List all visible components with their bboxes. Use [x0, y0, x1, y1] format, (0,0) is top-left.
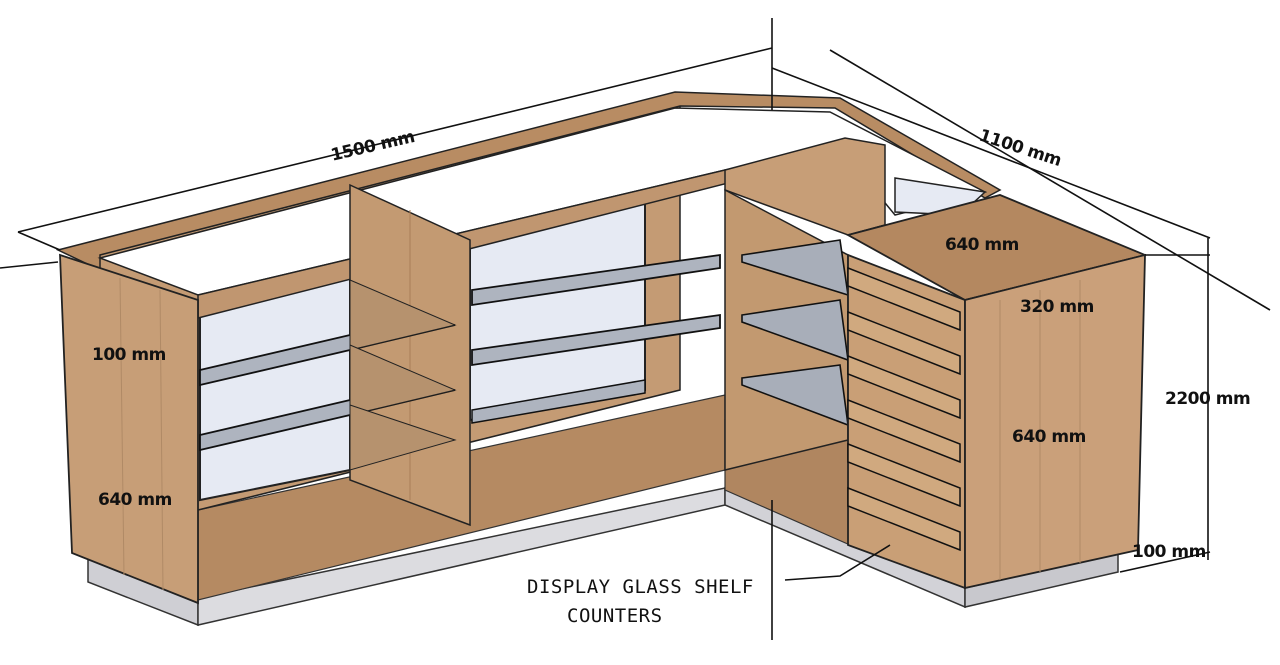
dim-top-depth: 640 mm	[945, 235, 1019, 255]
dim-side-panel-height: 640 mm	[1012, 427, 1086, 447]
dim-total-width: 1500 mm	[329, 127, 416, 166]
callout-line-2: COUNTERS	[567, 605, 663, 627]
dimension-lines	[0, 18, 1271, 640]
dim-left-lower-height: 640 mm	[98, 490, 172, 510]
dim-overall-height: 2200 mm	[1165, 389, 1250, 409]
left-end-panel	[59, 253, 199, 605]
callout-line-1: DISPLAY GLASS SHELF	[527, 576, 754, 598]
dim-drawer-width: 320 mm	[1020, 297, 1094, 317]
top-frame	[55, 91, 1002, 319]
glass-shelves-middle	[471, 253, 721, 424]
drawer-fronts	[847, 266, 961, 552]
dim-plinth-height: 100 mm	[1132, 542, 1206, 562]
dim-left-top-height: 100 mm	[92, 345, 166, 365]
glass-shelves-left	[199, 279, 457, 471]
callout: DISPLAY GLASS SHELF COUNTERS	[527, 576, 754, 627]
corner-section	[724, 137, 987, 471]
